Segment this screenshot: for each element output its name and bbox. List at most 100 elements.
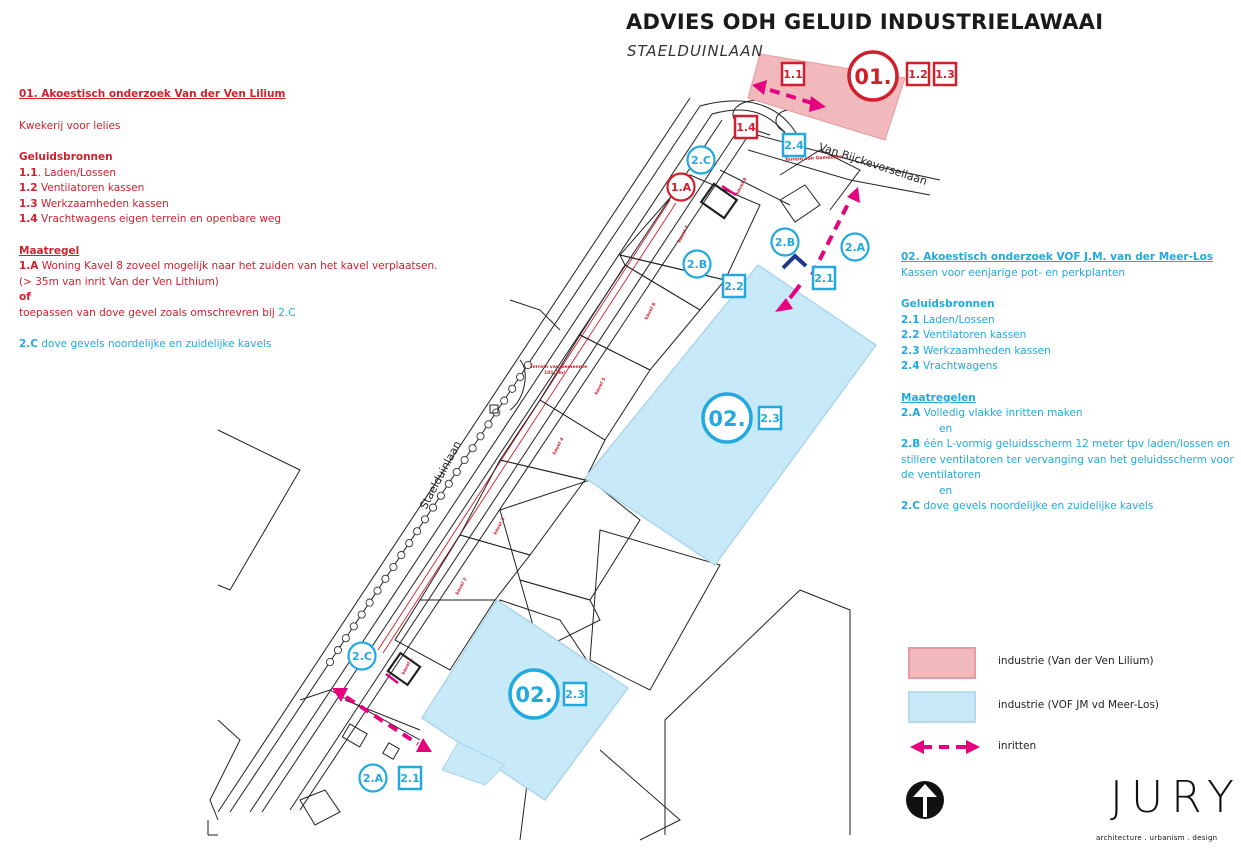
source-marker-square: 2.2 (721, 273, 747, 299)
tree-dot (468, 444, 477, 453)
tree-dot (460, 455, 469, 465)
arrow-head (809, 96, 826, 112)
legend-label: industrie (Van der Ven Lilium) (998, 655, 1154, 667)
source-marker-square: 1.2 (905, 61, 931, 87)
zone-02-marker-south: 02. (508, 668, 560, 720)
measure-marker-circle: 2.B (682, 249, 712, 279)
tree-dot (436, 491, 445, 500)
marker-label: 1.A (671, 181, 692, 194)
tree-dot (428, 503, 438, 512)
marker-label: 2.B (775, 236, 795, 249)
measure-item-cont: stillere ventilatoren ter vervanging van… (901, 453, 1234, 466)
tree-dot (373, 586, 382, 595)
marker-label: 2.4 (784, 139, 804, 152)
tree-dot (444, 479, 453, 488)
source-item: 1.4 Vrachtwagens eigen terrein en openba… (19, 213, 282, 225)
page-title: ADVIES ODH GELUID INDUSTRIELAWAAI (626, 10, 1104, 34)
zone-02-marker-north: 02. (701, 392, 753, 444)
tree-dot (349, 622, 358, 631)
street-van-bijckevorsellaan: Van Bijckevorsellaan (817, 140, 929, 187)
tree-dot (381, 574, 390, 583)
measure-item: 1.A Woning Kavel 8 zoveel mogelijk naar … (19, 260, 438, 272)
terrain-note: Terrein van Gemeente (785, 154, 842, 163)
measure-item-cont: de ventilatoren (901, 469, 981, 481)
left-info-panel: 01. Akoestisch onderzoek Van der Ven Lil… (19, 87, 437, 353)
source-item: 1.2 Ventilatoren kassen (19, 182, 145, 194)
tree-dot (389, 562, 398, 572)
measure-marker-circle: 2.C (686, 145, 716, 175)
marker-label: 1.1 (783, 68, 803, 81)
marker-label: 2.C (352, 650, 372, 663)
tree-dot (484, 420, 493, 429)
sources-02-title: Geluidsbronnen (901, 298, 995, 310)
tree-dot (476, 432, 485, 441)
tree-dot (508, 384, 517, 393)
legend-swatch-pink (908, 647, 976, 679)
source-marker-square: 1.1 (780, 61, 806, 87)
source-item: 1.3 Werkzaamheden kassen (19, 197, 169, 210)
tree-dot (365, 598, 374, 607)
arrow-head (416, 738, 432, 752)
tree-dot (500, 396, 509, 405)
kavel-label: kavel 2 (454, 577, 468, 596)
measure-01-title: Maatregel (19, 244, 80, 257)
and-label: en (939, 484, 953, 497)
measure-marker-circle: 2.A (358, 763, 388, 793)
measure-item: 2.A Volledig vlakke inritten maken (901, 407, 1083, 419)
marker-label: 2.2 (724, 280, 744, 293)
measure-marker-circle: 2.B (770, 227, 800, 257)
measure-marker-circle: 2.C (347, 641, 377, 671)
source-marker-square: 2.1 (397, 765, 423, 791)
logo-wordmark: JURY! (1110, 772, 1241, 823)
marker-label: 2.C (691, 154, 711, 167)
arrow-shaft (788, 283, 802, 300)
tree-dot (333, 646, 342, 655)
source-item: 2.4 Vrachtwagens (901, 360, 998, 372)
tree-dot (523, 360, 533, 370)
plot-boundary-red (377, 199, 677, 654)
tree-dot (452, 467, 461, 476)
measure-marker-circle: 2.A (840, 232, 870, 262)
north-arrow-icon (906, 781, 944, 819)
right-info-panel: 02. Akoestisch onderzoek VOF J.M. van de… (901, 250, 1234, 515)
kavel-label: kavel 6 (643, 302, 657, 321)
svg-text:02.: 02. (515, 683, 552, 707)
source-item: 2.3 Werkzaamheden kassen (901, 344, 1051, 357)
marker-label: 2.A (363, 772, 384, 785)
facade-marks (385, 184, 737, 684)
gemeente-label: Terrein van Gemeente (530, 364, 587, 370)
marker-label: 2.1 (400, 772, 420, 785)
source-marker-square: 1.3 (932, 61, 958, 87)
or-label: of (19, 291, 31, 303)
tree-row (325, 360, 533, 667)
measure-marker-circle: 1.A (666, 172, 696, 202)
source-marker-square: 2.3 (757, 405, 783, 431)
kavel-label: kavel 5 (593, 377, 607, 396)
source-marker-square: 2.4 (781, 132, 807, 158)
houses (299, 182, 821, 826)
zone-01-marker: 01. (847, 50, 899, 102)
study-01-description: Kwekerij voor lelies (19, 119, 121, 132)
source-marker-square: 2.3 (562, 681, 588, 707)
study-02-description: Kassen voor eenjarige pot- en perkplante… (901, 266, 1126, 279)
page-subtitle: STAELDUINLAAN (627, 42, 764, 60)
tree-dot (516, 372, 525, 381)
arrow-head (332, 688, 348, 702)
tree-dot (420, 515, 430, 524)
marker-label: 2.3 (760, 412, 780, 425)
facade-measure: 2.C dove gevels noordelijke en zuidelijk… (19, 338, 272, 350)
tree-dot (325, 657, 335, 667)
svg-text:01.: 01. (854, 65, 891, 89)
measure-alt: toepassen van dove gevel zoals omschrevr… (19, 306, 296, 319)
source-item: 1.1. Laden/Lossen (19, 166, 117, 179)
source-item: 2.1 Laden/Lossen (901, 313, 995, 326)
arrow-head (752, 80, 767, 95)
kavel-label: kavel 4 (551, 437, 565, 456)
measure-item: 2.B één L-vormig geluidsscherm 12 meter … (901, 438, 1230, 450)
kavel-label: kavel 8 (734, 177, 748, 196)
marker-label: 2.A (845, 241, 866, 254)
tree-dot (413, 527, 422, 536)
logo-tagline: architecture . urbanism . design (1096, 834, 1218, 842)
legend-label: inritten (998, 740, 1037, 752)
